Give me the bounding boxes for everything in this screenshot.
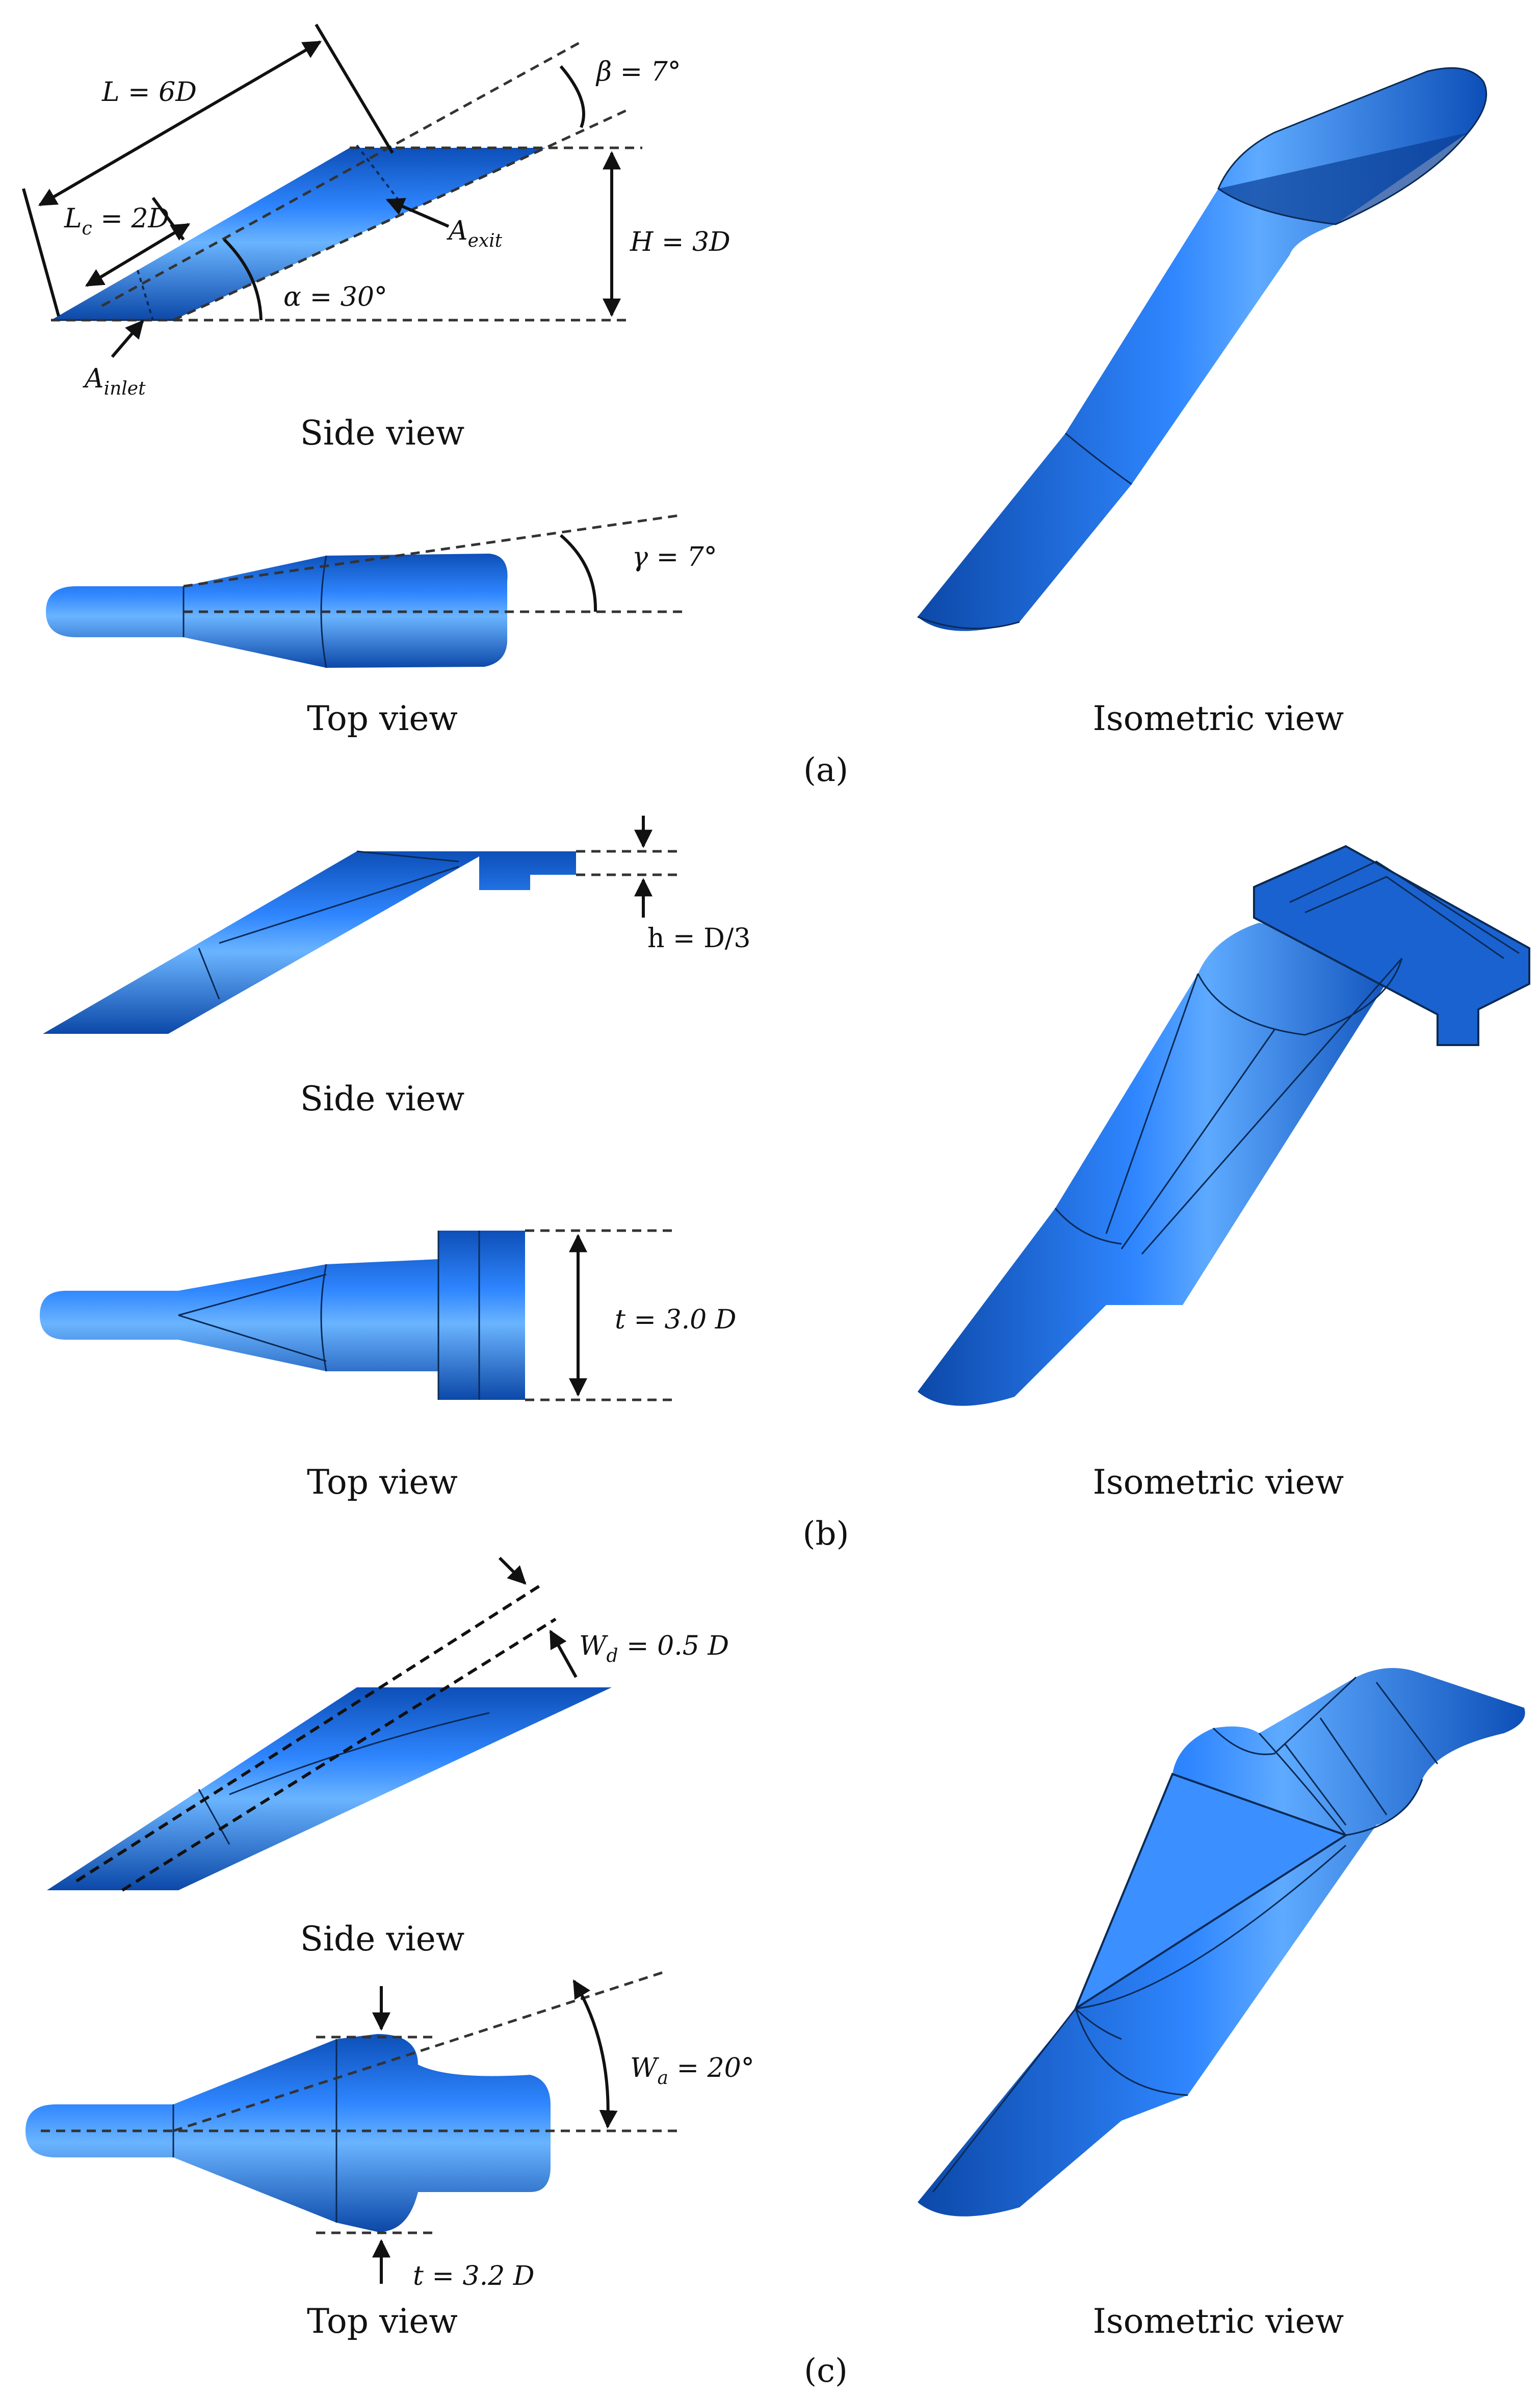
a-exit-label: A	[447, 216, 468, 246]
a-inlet-label: A	[83, 363, 104, 394]
top-view-body-c	[25, 2034, 551, 2232]
panel-c-iso-view: Isometric view	[918, 1668, 1525, 2341]
dim-L-label: L = 6D	[101, 77, 197, 108]
dim-t-label-b: t = 3.0 D	[615, 1305, 736, 1335]
iso-body-b	[918, 923, 1402, 1406]
caption-side-view-a: Side view	[300, 413, 465, 453]
iso-body-c	[918, 1668, 1525, 2217]
dim-h-label: h = D/3	[647, 923, 750, 954]
panel-c-label: (c)	[804, 2352, 848, 2390]
caption-top-view-a: Top view	[307, 699, 458, 738]
side-view-body-c	[47, 1687, 612, 1890]
panel-a-iso-view: Isometric view	[917, 67, 1487, 738]
svg-text:Wd = 0.5 D: Wd = 0.5 D	[579, 1631, 729, 1666]
dim-Wd-label: W	[579, 1631, 608, 1661]
panel-b-top-view: t = 3.0 D Top view	[40, 1229, 736, 1502]
top-view-body-b	[40, 1231, 525, 1400]
svg-text:Lc = 2D: Lc = 2D	[64, 203, 169, 239]
panel-c: Wd = 0.5 D Side view Wa = 20° t = 3.2 D …	[25, 1556, 1525, 2390]
panel-a-side-view: L = 6D Lc = 2D H = 3D β = 7° α = 30° Aex…	[22, 23, 730, 453]
iso-plenum-box	[1253, 845, 1530, 1046]
side-view-body-b	[43, 851, 576, 1034]
angle-gamma-label: γ = 7°	[632, 542, 717, 572]
caption-side-view-c: Side view	[300, 1919, 465, 1959]
panel-b-label: (b)	[803, 1515, 849, 1553]
dim-Wa-label: W	[630, 2053, 659, 2083]
panel-a-top-view: γ = 7° Top view	[46, 513, 717, 738]
panel-b: h = D/3 Side view t = 3.0 D Top view	[40, 816, 1530, 1553]
angle-beta-label: β = 7°	[595, 57, 681, 87]
svg-text:Aexit: Aexit	[447, 216, 503, 251]
angle-alpha-label: α = 30°	[283, 282, 387, 312]
iso-triangle-face	[1073, 1773, 1348, 2012]
svg-text:Wa = 20°: Wa = 20°	[630, 2053, 754, 2089]
caption-top-view-c: Top view	[307, 2302, 458, 2341]
panel-b-side-view: h = D/3 Side view	[43, 816, 750, 1118]
caption-iso-view-a: Isometric view	[1093, 699, 1344, 738]
panel-b-iso-view: Isometric view	[918, 845, 1530, 1502]
caption-top-view-b: Top view	[307, 1463, 458, 1502]
caption-side-view-b: Side view	[300, 1079, 465, 1118]
caption-iso-view-b: Isometric view	[1093, 1463, 1344, 1502]
panel-a-label: (a)	[803, 751, 848, 789]
svg-text:Ainlet: Ainlet	[83, 363, 146, 399]
panel-a: L = 6D Lc = 2D H = 3D β = 7° α = 30° Aex…	[22, 23, 1487, 789]
panel-c-side-view: Wd = 0.5 D Side view	[47, 1556, 729, 1959]
caption-iso-view-c: Isometric view	[1093, 2302, 1344, 2341]
panel-c-top-view: Wa = 20° t = 3.2 D Top view	[25, 1969, 754, 2341]
dim-H-label: H = 3D	[630, 227, 730, 257]
dim-Lc-label: L	[64, 203, 82, 234]
dim-t-label-c: t = 3.2 D	[413, 2261, 534, 2291]
